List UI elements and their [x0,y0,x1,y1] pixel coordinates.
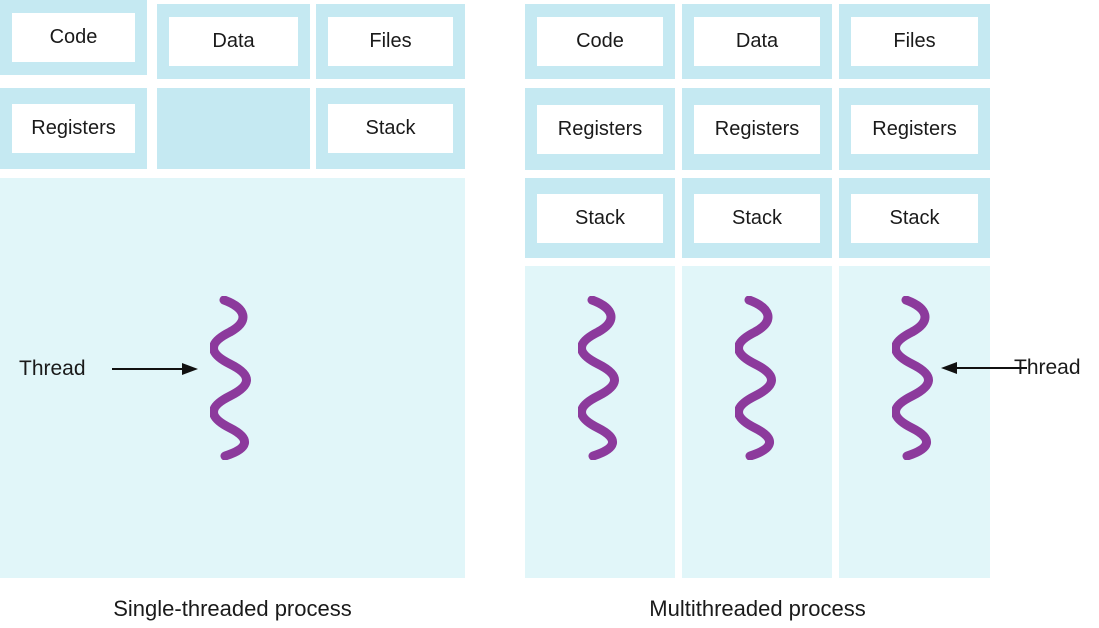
label-box: Files [328,17,453,66]
registers-label: Registers [714,117,800,140]
label-box: Files [851,17,978,66]
thread-squiggle-icon [892,296,933,460]
multi-thread-region-3 [839,266,990,578]
single-cell-registers: Registers [0,88,147,169]
thread-squiggle-icon [210,296,251,460]
stack-label: Stack [365,117,416,139]
stack-label: Stack [574,206,626,229]
thread-squiggle-icon [735,296,776,460]
files-label: Files [893,30,936,52]
multi-cell-registers-1: Registers [525,88,675,170]
thread-label-right: Thread [1014,356,1081,379]
label-box: Stack [694,193,820,243]
data-label: Data [735,30,779,52]
multi-cell-files: Files [839,4,990,79]
label-box: Registers [537,104,663,154]
registers-label: Registers [31,117,116,139]
code-label: Code [49,26,98,48]
multi-cell-stack-2: Stack [682,178,832,258]
multi-cell-data: Data [682,4,832,79]
label-box: Registers [694,104,820,154]
label-box: Stack [851,193,978,243]
single-cell-empty [157,88,310,169]
single-cell-data: Data [157,4,310,79]
code-label: Code [576,30,624,52]
label-box: Stack [537,193,663,243]
thread-squiggle-icon [578,296,619,460]
multi-cell-registers-2: Registers [682,88,832,170]
label-box: Registers [851,104,978,154]
thread-label-left: Thread [19,357,86,380]
multi-cell-registers-3: Registers [839,88,990,170]
multi-cell-code: Code [525,4,675,79]
single-cell-files: Files [316,4,465,79]
arrow-left-icon [941,362,1027,374]
single-cell-stack: Stack [316,88,465,169]
multi-thread-region-2 [682,266,832,578]
files-label: Files [369,30,412,52]
label-box: Code [537,17,663,66]
single-thread-region [0,178,465,578]
arrow-right-icon [112,363,198,375]
caption-multithreaded: Multithreaded process [649,596,866,621]
multi-thread-region-1 [525,266,675,578]
label-box: Registers [12,104,135,153]
single-cell-code: Code [0,0,147,75]
label-box: Data [694,17,820,66]
label-box: Code [12,13,135,62]
caption-single-threaded: Single-threaded process [113,596,352,621]
registers-label: Registers [872,117,957,140]
registers-label: Registers [557,117,643,140]
label-box: Stack [328,104,453,153]
stack-label: Stack [731,206,783,229]
multi-cell-stack-3: Stack [839,178,990,258]
label-box: Data [169,17,298,66]
data-label: Data [212,30,255,52]
multi-cell-stack-1: Stack [525,178,675,258]
stack-label: Stack [889,206,940,229]
